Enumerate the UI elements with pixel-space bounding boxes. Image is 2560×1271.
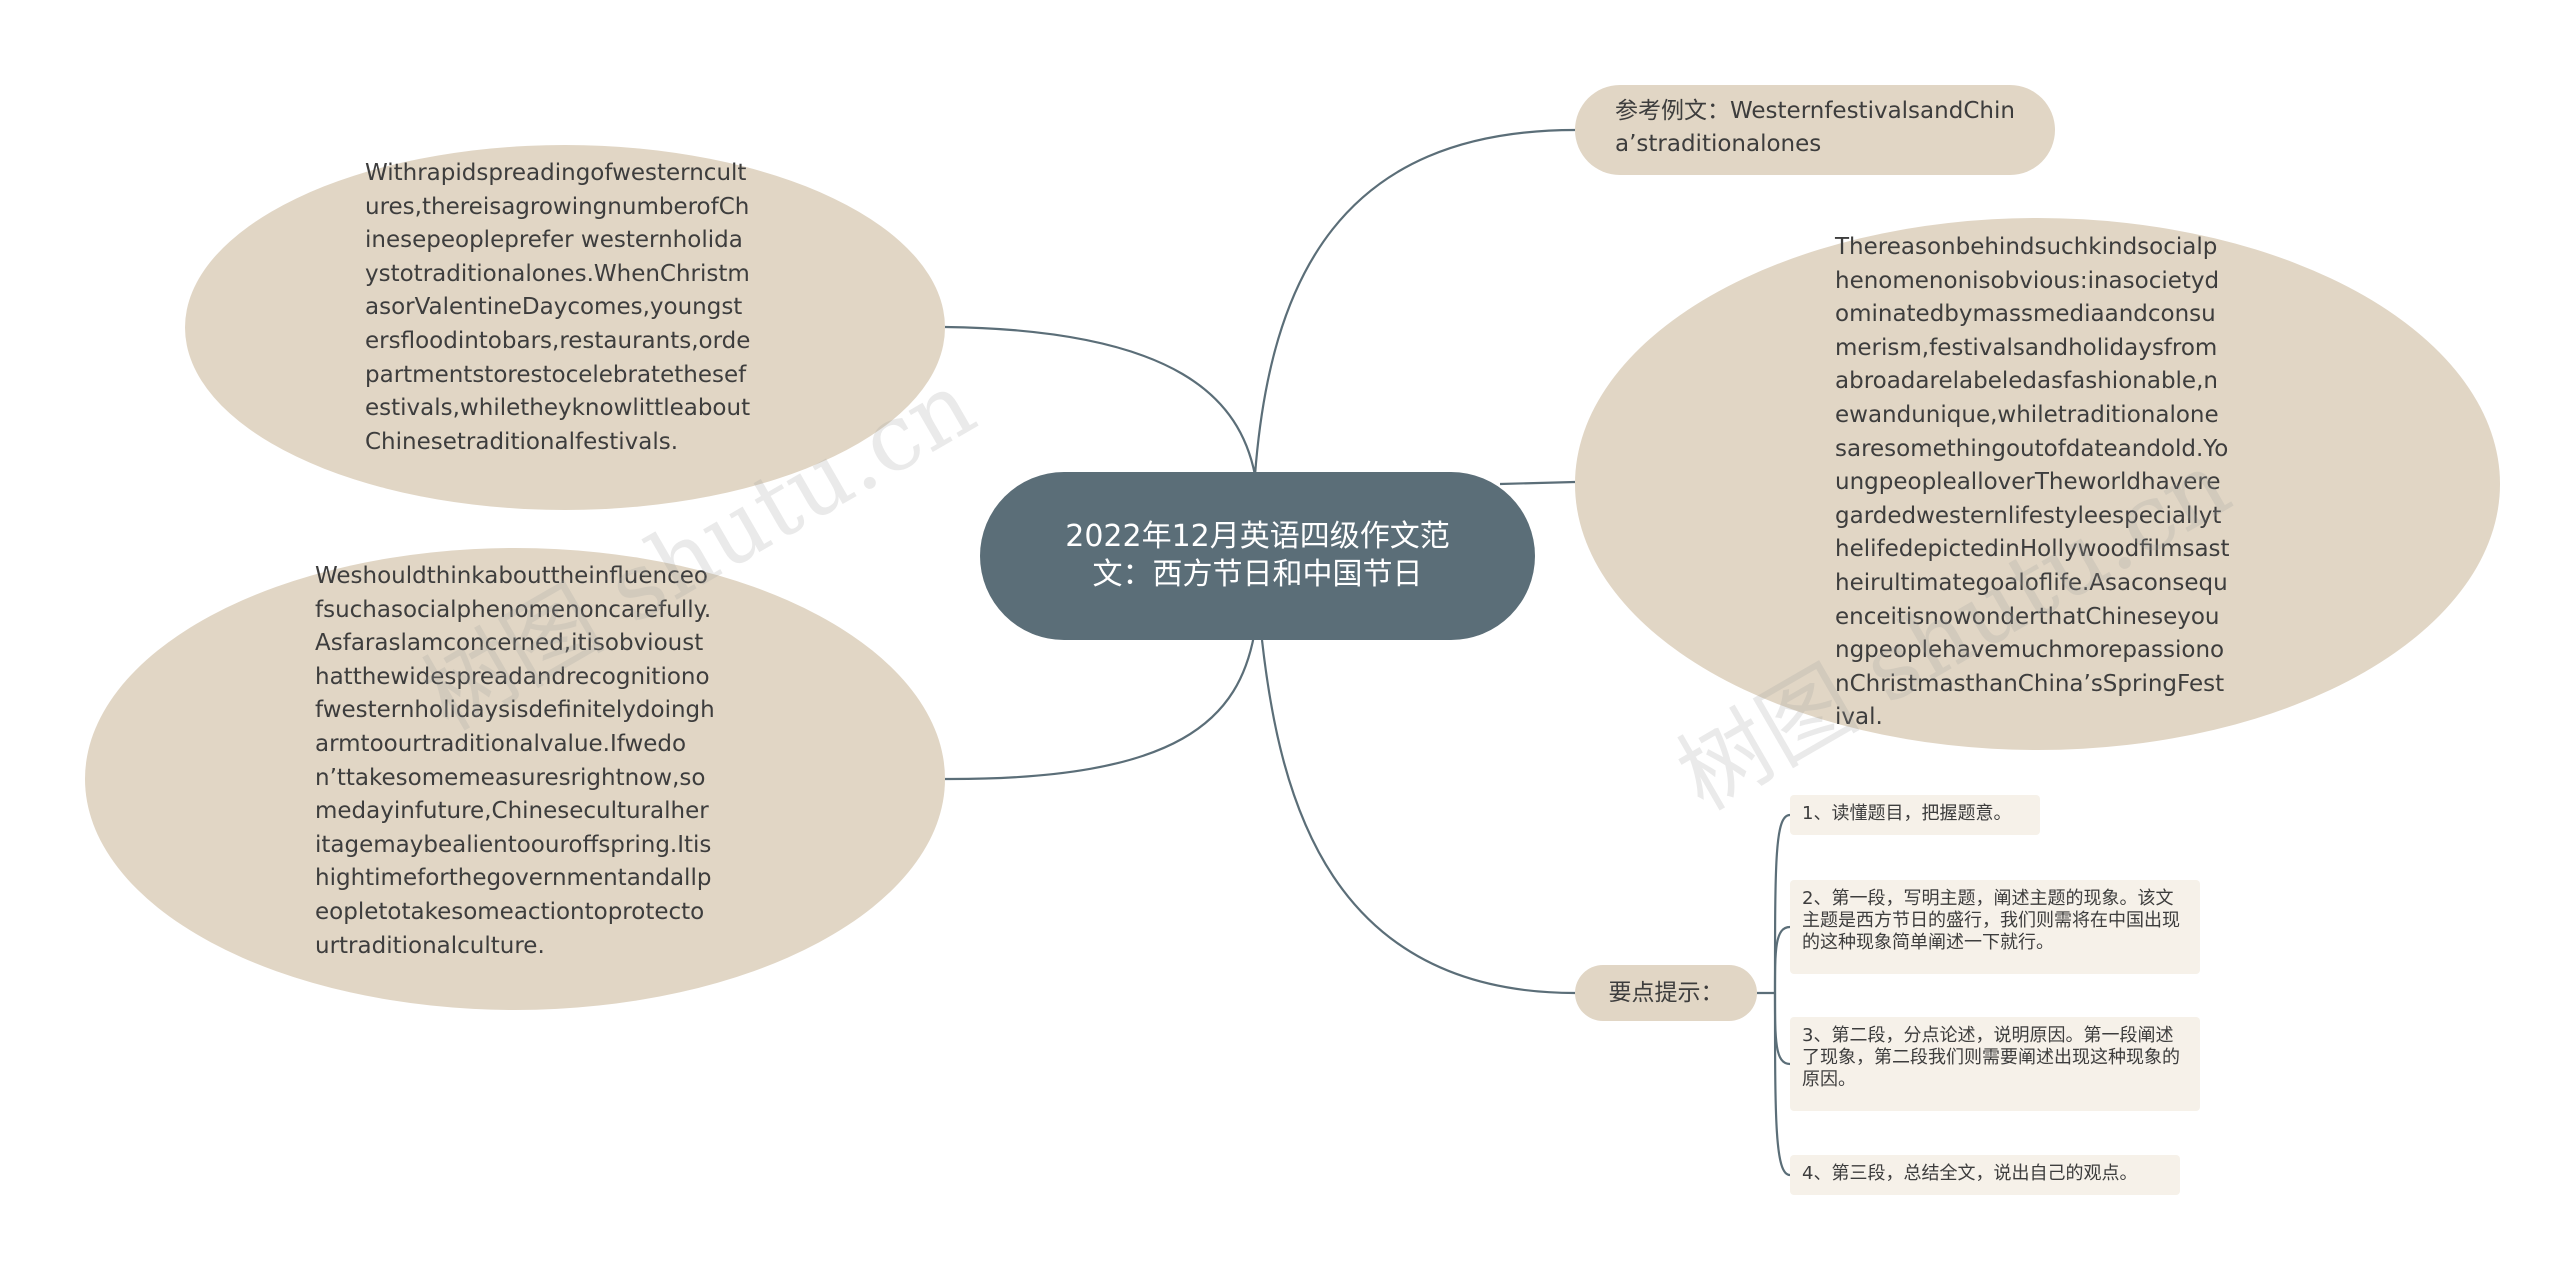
connector-tip4: [1773, 992, 1791, 1177]
connector-left-bottom: [944, 629, 1257, 781]
tip-item[interactable]: 4、第三段，总结全文，说出自己的观点。: [1790, 1155, 2180, 1195]
tip-item-text: 2、第一段，写明主题，阐述主题的现象。该文主题是西方节日的盛行，我们则需将在中国…: [1802, 888, 2180, 953]
topic-left-bottom-text: Weshouldthinkabouttheinfluenceofsuchasoc…: [315, 563, 715, 959]
topic-reference[interactable]: 参考例文：WesternfestivalsandChina’stradition…: [1575, 85, 2055, 175]
topic-tips-label: 要点提示：: [1608, 979, 1724, 1006]
tip-item-text: 1、读懂题目，把握题意。: [1802, 803, 2012, 824]
connector-tips: [1260, 639, 1576, 995]
tip-item-text: 4、第三段，总结全文，说出自己的观点。: [1802, 1163, 2138, 1184]
topic-tips[interactable]: 要点提示：: [1575, 965, 1757, 1021]
tip-item[interactable]: 1、读懂题目，把握题意。: [1790, 795, 2040, 835]
topic-left-top-text: Withrapidspreadingofwesterncultures,ther…: [365, 160, 751, 455]
topic-reference-text: 参考例文：WesternfestivalsandChina’stradition…: [1615, 98, 2015, 157]
connector-ref: [1253, 128, 1576, 476]
tip-item[interactable]: 2、第一段，写明主题，阐述主题的现象。该文主题是西方节日的盛行，我们则需将在中国…: [1790, 880, 2200, 974]
connector-right: [1499, 480, 1576, 486]
connector-tip3: [1773, 992, 1791, 1066]
connector-left-top: [944, 325, 1257, 476]
connector-tip2: [1773, 925, 1791, 994]
topic-right-text: Thereasonbehindsuchkindsocialphenomenoni…: [1835, 234, 2230, 731]
topic-left-top[interactable]: Withrapidspreadingofwesterncultures,ther…: [185, 145, 945, 510]
root-topic-title: 2022年12月英语四级作文范文：西方节日和中国节日: [1065, 519, 1450, 592]
tip-item[interactable]: 3、第二段，分点论述，说明原因。第一段阐述了现象，第二段我们则需要阐述出现这种现…: [1790, 1017, 2200, 1111]
topic-left-bottom[interactable]: Weshouldthinkabouttheinfluenceofsuchasoc…: [85, 548, 945, 1010]
root-topic[interactable]: 2022年12月英语四级作文范文：西方节日和中国节日: [980, 472, 1535, 640]
connector-tip1: [1773, 813, 1791, 994]
topic-right[interactable]: Thereasonbehindsuchkindsocialphenomenoni…: [1575, 218, 2500, 750]
tip-item-text: 3、第二段，分点论述，说明原因。第一段阐述了现象，第二段我们则需要阐述出现这种现…: [1802, 1025, 2180, 1090]
